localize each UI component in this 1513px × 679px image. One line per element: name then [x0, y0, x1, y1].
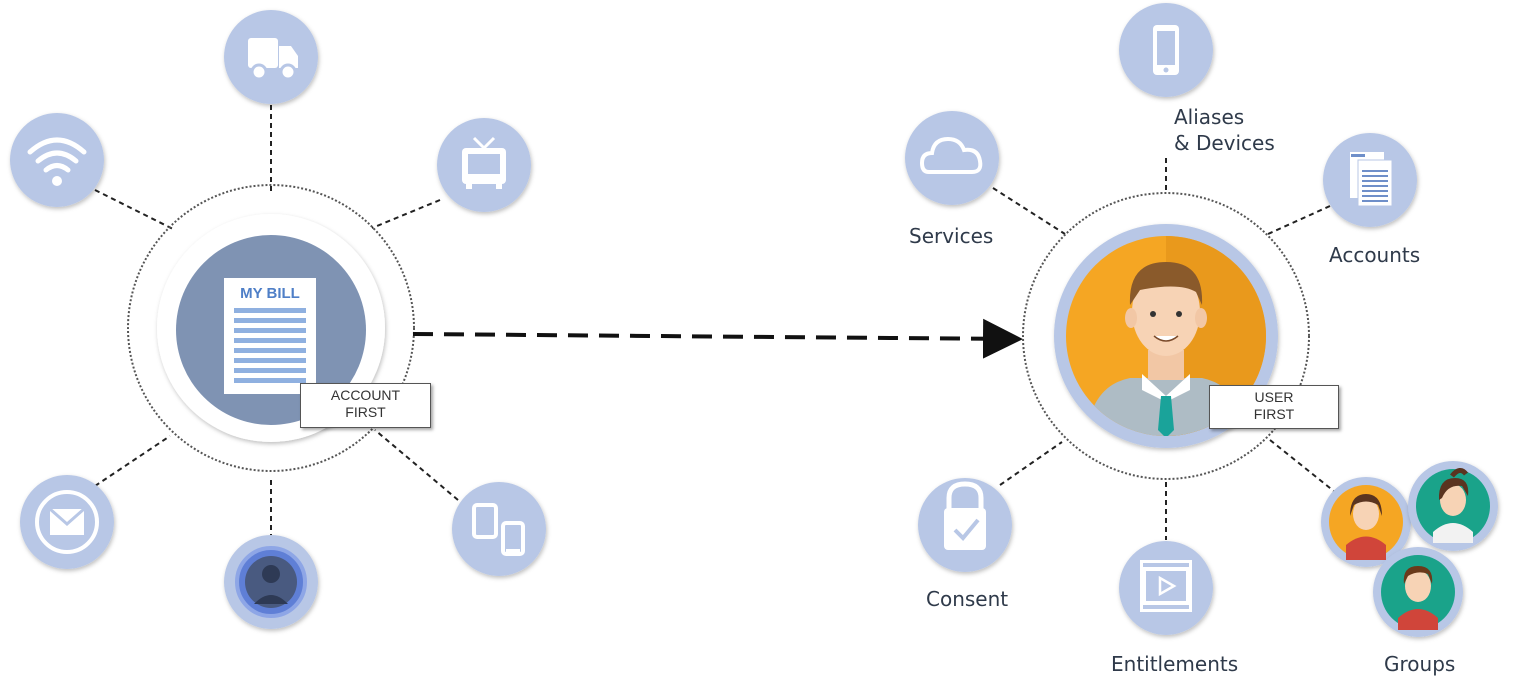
group-member-male-icon [1373, 547, 1463, 637]
user-first-tag-line1: USER [1254, 389, 1294, 405]
mobile-devices-icon [452, 482, 546, 576]
aliases-label-line1: Aliases [1174, 105, 1245, 129]
services-label: Services [909, 224, 994, 248]
mail-icon [20, 475, 114, 569]
right-hub-dotted-ring [1022, 192, 1310, 480]
account-to-user-arrow [412, 318, 1023, 359]
groups-label: Groups [1384, 652, 1456, 676]
left-connectors [94, 105, 459, 540]
group-member-female-icon [1321, 477, 1411, 567]
account-first-tag: ACCOUNT FIRST [300, 383, 431, 428]
right-connectors [992, 158, 1336, 540]
documents-icon [1323, 133, 1417, 227]
bill-title: MY BILL [240, 285, 300, 302]
group-member-ponytail-icon [1408, 461, 1498, 551]
user-first-tag: USER FIRST [1209, 385, 1339, 429]
lock-icon [918, 478, 1012, 572]
account-first-tag-line2: FIRST [345, 404, 386, 420]
account-first-tag-line1: ACCOUNT [330, 387, 401, 403]
consent-label: Consent [926, 587, 1009, 611]
wifi-icon [10, 113, 104, 207]
tv-icon [437, 118, 531, 212]
entitlements-label: Entitlements [1111, 652, 1239, 676]
person-icon [224, 535, 318, 629]
cloud-icon [905, 111, 999, 205]
phone-icon [1119, 3, 1213, 97]
left-hub-dotted-ring [127, 184, 415, 472]
aliases-devices-label: Aliases & Devices [1174, 104, 1275, 156]
user-first-tag-line2: FIRST [1253, 406, 1295, 422]
bill-document-icon: MY BILL [224, 278, 316, 394]
truck-icon [224, 10, 318, 104]
accounts-label: Accounts [1329, 243, 1421, 267]
film-icon [1119, 541, 1213, 635]
aliases-label-line2: & Devices [1174, 131, 1275, 155]
